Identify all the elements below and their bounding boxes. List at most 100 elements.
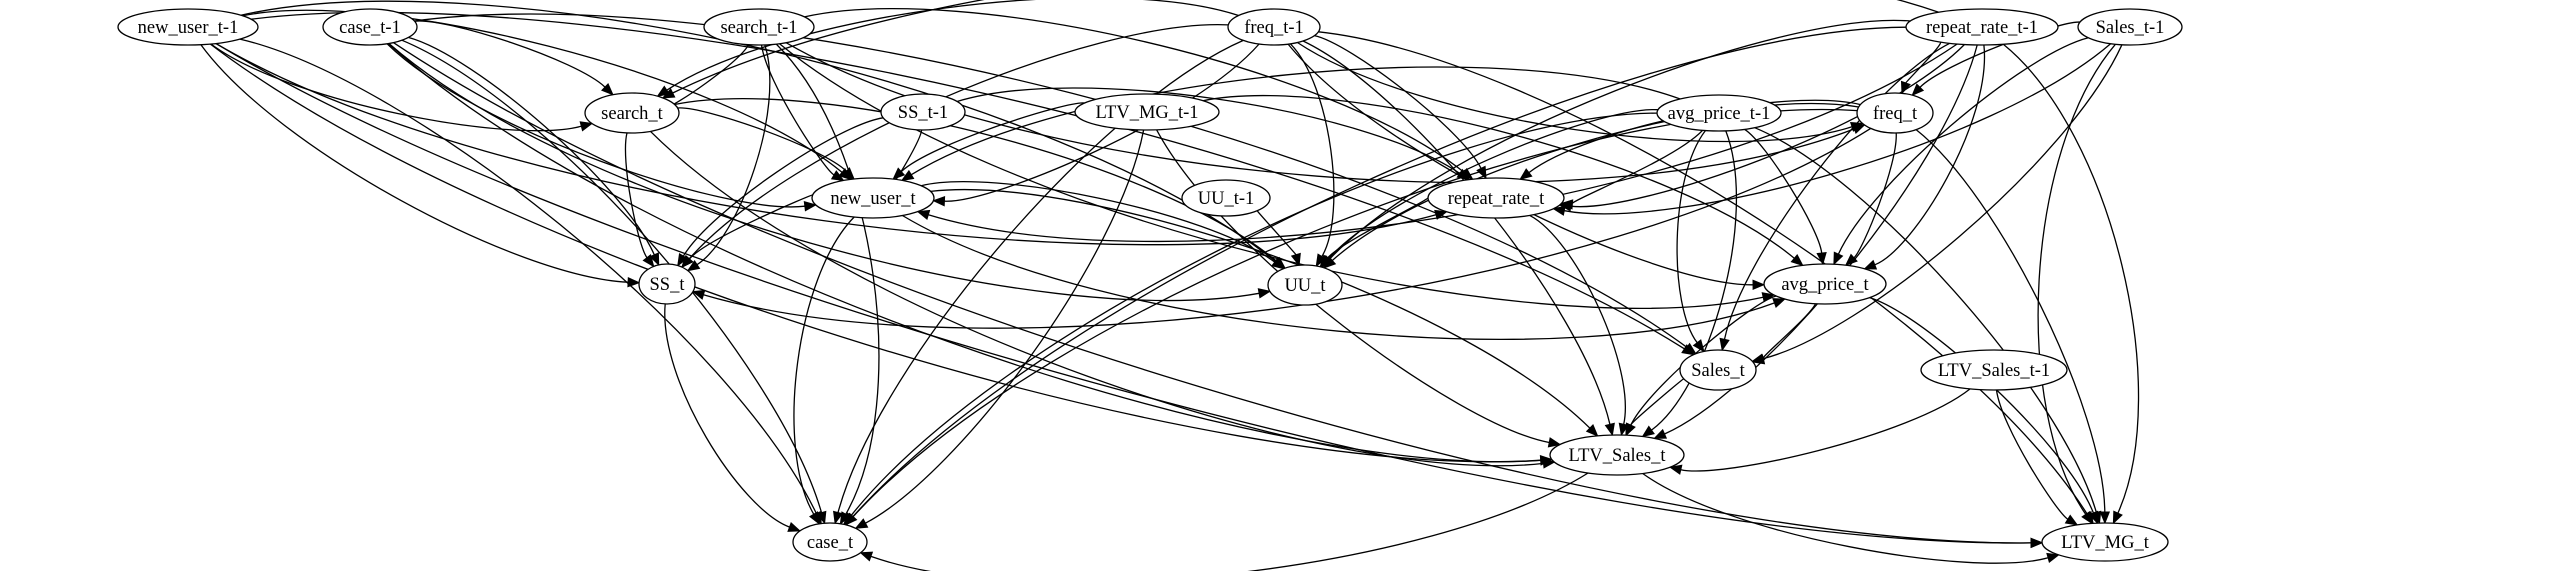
arrowhead-icon (1790, 254, 1804, 267)
arrowhead-icon (892, 167, 906, 181)
arrowhead-icon (1319, 254, 1332, 268)
edge-freq-t-1-to-search-t (666, 0, 1239, 91)
arrowhead-icon (830, 170, 845, 182)
node-repeat-rate-t[interactable]: repeat_rate_t (1427, 177, 1565, 219)
edge-new-user-t-1-to-ltv-mg-t (215, 42, 2032, 544)
node-ellipse (1905, 8, 2059, 46)
edge-new-user-t-1-to-search-t (210, 43, 582, 132)
edge-avg-price-t-1-to-case-t (850, 112, 1658, 517)
node-ltv-sales-t-1[interactable]: LTV_Sales_t-1 (1920, 349, 2068, 391)
edge-repeat-rate-t-to-ltv-sales-t (1529, 214, 1626, 425)
arrowhead-icon (1719, 337, 1730, 352)
edge-freq-t-1-to-case-t (837, 39, 1244, 513)
node-avg-price-t[interactable]: avg_price_t (1763, 263, 1887, 305)
node-search-t-1[interactable]: search_t-1 (703, 8, 815, 46)
node-case-t-1[interactable]: case_t-1 (322, 8, 418, 46)
node-label: SS_t (650, 275, 686, 295)
node-label: freq_t-1 (1244, 18, 1304, 38)
arrowhead-icon (1751, 354, 1766, 365)
node-label: search_t (601, 104, 663, 124)
node-ellipse (117, 8, 259, 46)
edge-case-t-1-to-search-t (414, 20, 606, 88)
edge-ss-t-1-to-repeat-rate-t (956, 87, 1461, 175)
node-label: case_t-1 (339, 18, 401, 38)
arrowhead-icon (854, 518, 869, 529)
node-ltv-sales-t[interactable]: LTV_Sales_t (1549, 434, 1685, 476)
arrowhead-icon (642, 254, 655, 268)
node-search-t[interactable]: search_t (584, 92, 680, 134)
edge-ss-t-1-to-ss-t (682, 117, 884, 257)
node-new-user-t[interactable]: new_user_t (811, 177, 935, 219)
arrowhead-icon (844, 512, 858, 526)
edge-search-t-1-to-new-user-t (760, 44, 835, 176)
arrowhead-icon (681, 255, 694, 269)
arrowhead-icon (1683, 342, 1697, 355)
edge-search-t-1-to-ss-t (696, 44, 771, 266)
edge-search-t-to-ss-t (624, 132, 648, 259)
node-freq-t-1[interactable]: freq_t-1 (1227, 8, 1321, 46)
edge-case-t-1-to-case-t (401, 39, 823, 513)
node-freq-t[interactable]: freq_t (1856, 92, 1934, 134)
edge-sales-t-1-to-avg-price-t (1837, 37, 2089, 255)
node-uu-t[interactable]: UU_t (1267, 264, 1343, 306)
arrowhead-icon (1257, 288, 1272, 299)
arrowhead-icon (2099, 511, 2111, 525)
arrowhead-icon (1552, 205, 1566, 216)
arrowhead-icon (1585, 424, 1599, 437)
arrowhead-icon (691, 289, 706, 300)
edge-ltv-sales-t-to-case-t (870, 472, 1589, 571)
node-sales-t-1[interactable]: Sales_t-1 (2077, 8, 2183, 46)
node-repeat-rate-t-1[interactable]: repeat_rate_t-1 (1905, 8, 2059, 46)
arrowhead-icon (2030, 537, 2044, 549)
node-uu-t-1[interactable]: UU_t-1 (1181, 179, 1271, 217)
node-new-user-t-1[interactable]: new_user_t-1 (117, 8, 259, 46)
node-ltv-mg-t[interactable]: LTV_MG_t (2041, 522, 2169, 562)
node-ss-t[interactable]: SS_t (638, 263, 696, 305)
edge-case-t-1-to-uu-t (388, 43, 1260, 302)
arrowhead-icon (1519, 168, 1533, 181)
node-ellipse (1181, 179, 1271, 217)
edge-ltv-sales-t-1-to-ltv-mg-t (1995, 389, 2069, 520)
edge-avg-price-t-1-to-ltv-sales-t (1651, 130, 1738, 431)
edge-new-user-t-1-to-ss-t (200, 44, 629, 283)
edge-ltv-sales-t-to-ltv-mg-t (1642, 472, 2049, 564)
arrowhead-icon (1542, 458, 1556, 469)
node-ellipse (2041, 522, 2169, 562)
node-ellipse (1856, 92, 1934, 134)
edge-new-user-t-1-to-ltv-sales-t (210, 43, 1541, 463)
edge-new-user-t-to-ltv-sales-t (930, 189, 1591, 429)
node-label: new_user_t-1 (138, 18, 239, 38)
edge-case-t-1-to-ltv-sales-t (387, 43, 1541, 463)
node-case-t[interactable]: case_t (792, 522, 868, 562)
edge-avg-price-t-1-to-repeat-rate-t (1571, 129, 1703, 206)
node-ellipse (792, 522, 868, 562)
node-sales-t[interactable]: Sales_t (1679, 349, 1757, 391)
edge-new-user-t-1-to-repeat-rate-t (215, 42, 1437, 246)
node-ellipse (322, 8, 418, 46)
node-label: LTV_MG_t (2061, 533, 2150, 553)
node-ltv-mg-t-1[interactable]: LTV_MG_t-1 (1074, 93, 1220, 131)
arrowhead-icon (1816, 252, 1827, 266)
edge-repeat-rate-t-1-to-freq-t (1905, 41, 1942, 84)
node-label: case_t (807, 533, 854, 553)
edge-repeat-rate-t-1-to-ltv-mg-t (2002, 43, 2140, 514)
arrowhead-icon (1772, 298, 1787, 308)
edge-new-user-t-1-to-new-user-t (242, 9, 843, 173)
node-ellipse (880, 93, 966, 131)
edge-repeat-rate-t-1-to-repeat-rate-t (1570, 44, 1965, 208)
node-ellipse (1227, 8, 1321, 46)
edge-repeat-rate-t-1-to-search-t (672, 0, 1939, 94)
node-ss-t-1[interactable]: SS_t-1 (880, 93, 966, 131)
arrowhead-icon (1653, 428, 1668, 439)
node-label: avg_price_t (1781, 275, 1869, 295)
node-label: LTV_Sales_t (1569, 446, 1667, 466)
arrowhead-icon (2064, 514, 2079, 526)
node-label: UU_t (1284, 276, 1326, 296)
edge-avg-price-t-1-to-uu-t (1327, 109, 1659, 260)
arrowhead-icon (1833, 251, 1844, 266)
node-avg-price-t-1[interactable]: avg_price_t-1 (1656, 94, 1782, 132)
edge-uu-t-1-to-uu-t (1256, 210, 1297, 256)
edge-search-t-to-uu-t (674, 98, 1277, 262)
